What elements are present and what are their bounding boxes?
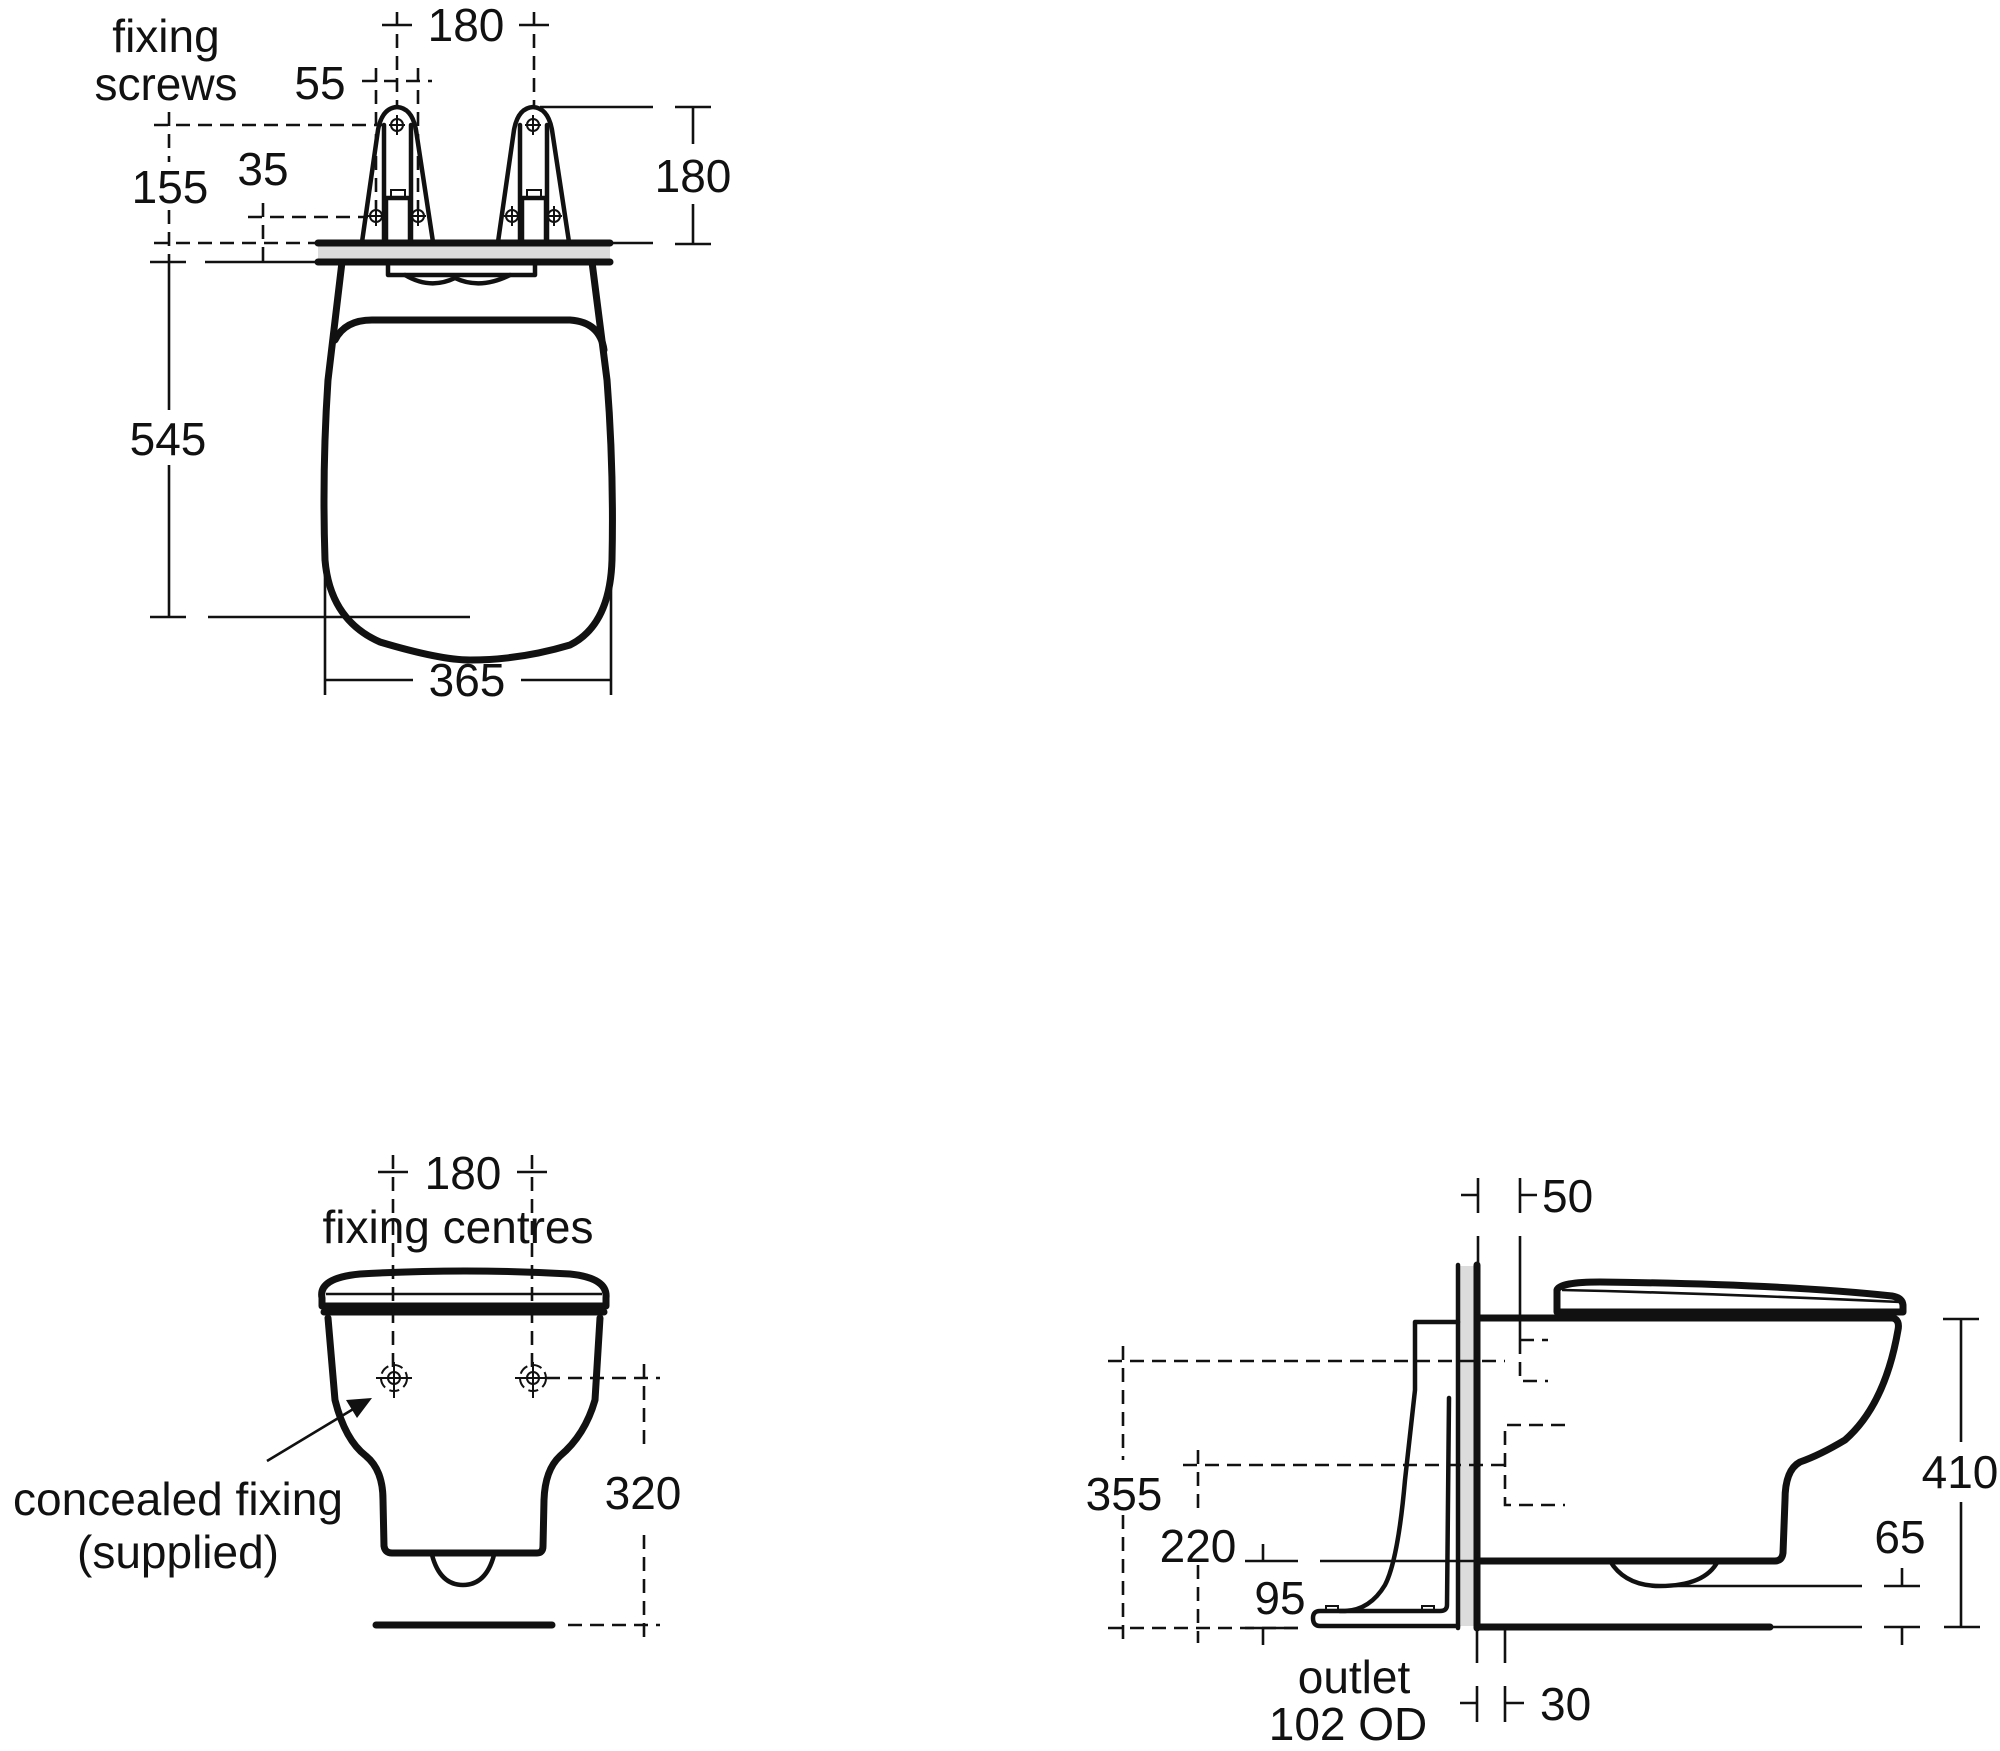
bowl-outline xyxy=(324,1314,604,1557)
fixing-centres-label: fixing centres xyxy=(322,1201,593,1253)
seat-hinge-line xyxy=(331,316,608,354)
dim-width: 365 xyxy=(323,520,613,706)
dim-wall-offset-top: 50 xyxy=(1461,1170,1593,1340)
plan-view: 180 55 fixing screws 155 35 xyxy=(94,0,731,706)
dim-fixing-height: 320 xyxy=(546,1364,681,1640)
fixing-screws-label-line2: screws xyxy=(94,58,237,110)
dim-label: 545 xyxy=(130,413,207,465)
concealed-fixing-label-line2: (supplied) xyxy=(77,1526,279,1578)
dim-label: 155 xyxy=(132,161,209,213)
dim-wall-offset-bottom: 30 xyxy=(1460,1628,1591,1730)
seat-outline xyxy=(318,1267,610,1310)
bolt-icon xyxy=(1421,1605,1435,1613)
bolt-icon xyxy=(1325,1605,1339,1613)
bowl-outline xyxy=(1474,1314,1902,1565)
fixing-screws-label-line1: fixing xyxy=(112,10,219,62)
seat-outline xyxy=(1553,1278,1907,1316)
dim-screw-spacing: 55 xyxy=(294,57,432,210)
hidden-outlet xyxy=(1503,1423,1565,1507)
trap-curve xyxy=(402,272,513,286)
dim-label: 55 xyxy=(294,57,345,109)
wall-plate-fill xyxy=(318,245,610,261)
dim-fixing-centres: 180 fixing centres xyxy=(322,1147,594,1370)
dim-label: 320 xyxy=(605,1467,682,1519)
concealed-fixing-label-line1: concealed fixing xyxy=(13,1473,343,1525)
dim-label: 180 xyxy=(655,150,732,202)
dim-rim-height: 410 xyxy=(1922,1317,1999,1629)
dim-outlet-base: 95 xyxy=(1245,1544,1478,1645)
hinge-left xyxy=(359,104,436,245)
fixing-point-left xyxy=(376,1362,412,1398)
hidden-fixing xyxy=(1518,1340,1548,1383)
hinge-right xyxy=(495,104,572,245)
arrow-icon xyxy=(346,1398,372,1418)
wall-fill xyxy=(1460,1266,1476,1626)
dim-label: 35 xyxy=(237,143,288,195)
dim-label: 180 xyxy=(428,0,505,51)
side-view: 50 355 220 95 xyxy=(1086,1170,1999,1750)
dim-projection: 545 xyxy=(130,260,470,619)
dim-outlet-centre-height: 220 xyxy=(1160,1450,1505,1643)
outlet-label-line2: 102 OD xyxy=(1269,1698,1428,1750)
dim-label: 65 xyxy=(1874,1511,1925,1563)
concealed-fixing-callout: concealed fixing (supplied) xyxy=(13,1398,372,1578)
trap-outline xyxy=(385,259,538,278)
dim-hinge-projection: 180 xyxy=(540,105,732,246)
dim-label: 355 xyxy=(1086,1468,1163,1520)
dim-outlet-drop: 65 xyxy=(1874,1511,1926,1645)
dim-hinge-centres: 180 xyxy=(382,0,549,105)
dim-label: 365 xyxy=(429,654,506,706)
dim-label: 220 xyxy=(1160,1520,1237,1572)
dim-label: 50 xyxy=(1542,1170,1593,1222)
outlet-outline xyxy=(429,1552,497,1588)
outlet-outline xyxy=(1607,1558,1721,1589)
dim-bracket-height: 355 xyxy=(1086,1346,1505,1643)
outlet-label-line1: outlet xyxy=(1298,1651,1411,1703)
dim-label: 180 xyxy=(425,1147,502,1199)
dim-label: 30 xyxy=(1540,1678,1591,1730)
fixing-point-right xyxy=(515,1362,551,1398)
dim-label: 410 xyxy=(1922,1446,1999,1498)
carrier-frame-inner xyxy=(1337,1395,1452,1614)
dim-label: 95 xyxy=(1254,1572,1305,1624)
front-view: 180 fixing centres 320 concealed fixing … xyxy=(13,1147,681,1640)
dim-screw-to-wall: 155 xyxy=(132,112,386,262)
dim-screw-offset: 35 xyxy=(237,143,368,262)
carrier-frame xyxy=(1310,1319,1461,1629)
